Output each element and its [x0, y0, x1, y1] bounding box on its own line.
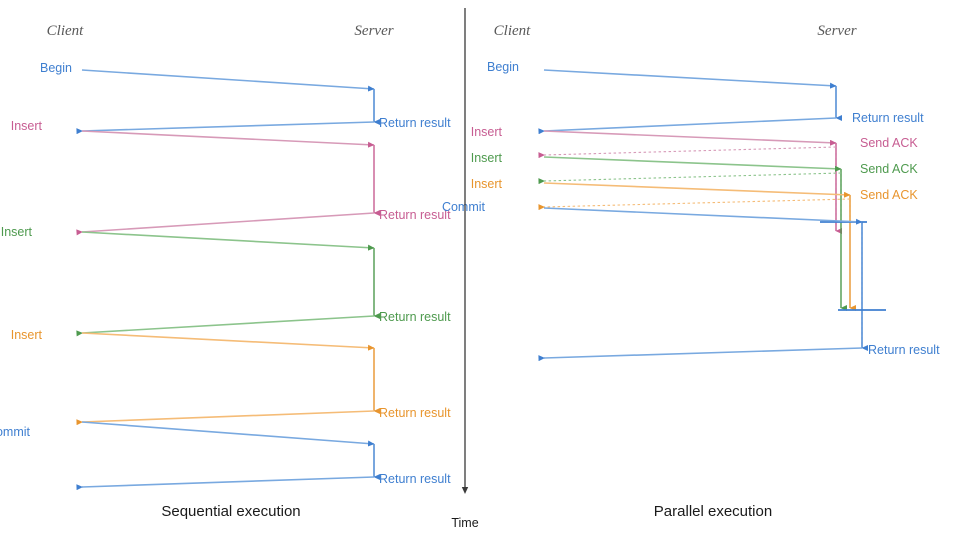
message-commit-return — [538, 347, 863, 362]
message-label-commit-return: Return result — [868, 343, 940, 357]
message-commit-request — [543, 207, 863, 225]
message-label-insert1-request: Insert — [471, 125, 503, 139]
message-label-insert2-request: Insert — [471, 151, 503, 165]
message-label-insert3-request: Insert — [471, 177, 503, 191]
message-insert2-request — [543, 156, 842, 172]
panel-caption-sequential: Sequential execution — [161, 503, 300, 520]
time-axis-group: Time — [451, 8, 479, 530]
message-label-begin-return: Return result — [852, 111, 924, 125]
message-label-insert3-ack: Send ACK — [860, 188, 918, 202]
message-insert2-ack — [538, 172, 842, 185]
actor-label-client: Client — [494, 23, 531, 39]
message-label-begin-request: Begin — [487, 60, 519, 74]
message-label-insert1-ack: Send ACK — [860, 136, 918, 150]
actor-label-server: Server — [354, 23, 393, 39]
message-label-insert3-return: Return result — [379, 406, 451, 420]
message-commit-return — [76, 476, 375, 491]
message-insert3-return — [76, 410, 375, 426]
message-label-insert3-request: Insert — [11, 328, 43, 342]
time-axis-arrowhead — [461, 487, 469, 494]
message-insert1-ack — [538, 146, 837, 159]
message-insert1-request — [543, 130, 837, 146]
message-begin-return — [538, 117, 837, 135]
time-axis-label: Time — [451, 516, 478, 530]
message-begin-request — [543, 69, 837, 89]
message-insert2-request — [81, 231, 375, 251]
panel-caption-parallel: Parallel execution — [654, 503, 772, 520]
actor-label-client: Client — [47, 23, 84, 39]
message-label-commit-return: Return result — [379, 472, 451, 486]
actor-label-server: Server — [817, 23, 856, 39]
message-label-begin-return: Return result — [379, 116, 451, 130]
message-commit-request — [81, 421, 375, 447]
message-label-insert2-ack: Send ACK — [860, 162, 918, 176]
message-begin-request — [81, 69, 375, 92]
message-label-insert1-request: Insert — [11, 119, 43, 133]
message-insert1-request — [81, 130, 375, 148]
message-label-insert1-return: Return result — [379, 208, 451, 222]
message-insert3-request — [81, 332, 375, 351]
message-label-insert2-request: Insert — [1, 225, 33, 239]
message-label-commit-request: Commit — [442, 200, 486, 214]
message-label-insert2-return: Return result — [379, 310, 451, 324]
message-begin-return — [76, 121, 375, 135]
message-label-commit-request: Commit — [0, 425, 31, 439]
message-insert3-ack — [538, 198, 851, 211]
message-insert1-return — [76, 212, 375, 236]
message-label-begin-request: Begin — [40, 61, 72, 75]
message-insert2-return — [76, 315, 375, 337]
message-insert3-request — [543, 182, 851, 198]
